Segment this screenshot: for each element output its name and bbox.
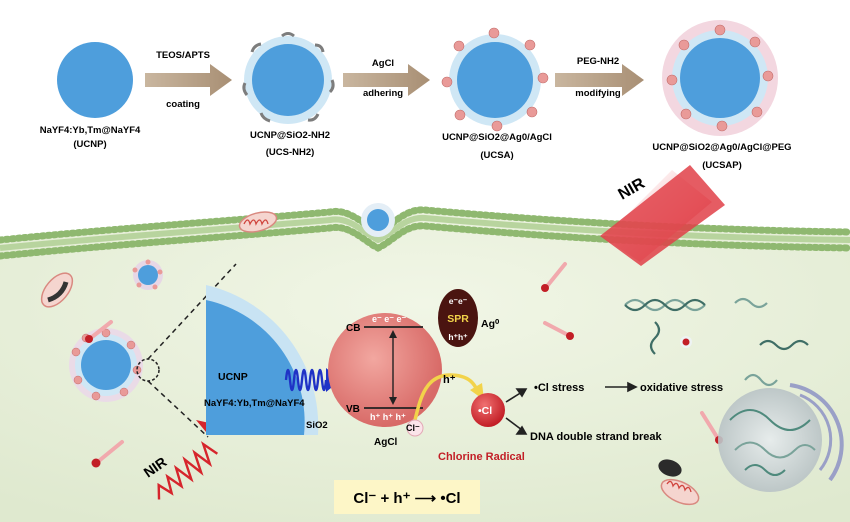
ucsa-abbrev: (UCSA) [480,150,513,161]
agcl-dots [666,24,774,132]
holes-label: h⁺ h⁺ h⁺ [370,412,406,422]
internalized-particle [132,259,163,290]
equation-label: Cl⁻ + h⁺ ⟶ •Cl [353,490,460,507]
zoom-lines [147,263,237,438]
sio2-label: SiO2 [306,420,328,431]
ag0-nanoparticle [438,289,478,347]
arrow-2-top-label: AgCl [372,58,394,69]
nir-beam-top [600,165,725,266]
arrow-3-bottom-label: modifying [575,88,621,99]
synthesis-arrow-2 [343,64,430,96]
oxidative-stress-label: oxidative stress [640,382,723,394]
arrow-2-bottom-label: adhering [363,88,403,99]
ucnp-formula-label: NaYF4:Yb,Tm@NaYF4 [204,398,305,409]
ucnp-particle [57,42,133,118]
arrow-1-top-label: TEOS/APTS [156,50,210,61]
ucnp-quadrant [206,285,319,435]
spr-label: SPR [447,313,469,325]
ucs-nh2-abbrev: (UCS-NH2) [266,147,315,158]
synthesis-arrow-1 [145,64,232,96]
electrons-label: e⁻ e⁻ e⁻ [372,314,407,324]
chlorine-radical-label: Chlorine Radical [438,451,525,463]
radical-spark [543,321,574,340]
ucsap-abbrev: (UCSAP) [702,160,742,171]
ucnp-label: NaYF4:Yb,Tm@NaYF4 [40,125,141,136]
ucsap-particle [662,20,778,136]
vb-label: VB [346,404,360,415]
spr-electrons-label: e⁻e⁻ [449,296,468,306]
chlorine-radical-sphere [471,393,505,427]
agcl-label: AgCl [374,437,398,448]
radical-spark [85,320,113,343]
mitochondrion-icon [238,211,278,233]
ag0-label: Ag⁰ [481,318,500,330]
ucnp-abbrev: (UCNP) [73,139,106,150]
ucsap-label: UCNP@SiO2@Ag0/AgCl@PEG [652,142,791,153]
nucleus [718,383,844,492]
endocytosis-particle [361,203,395,237]
dna-strand-icon [624,297,809,387]
agcl-dots [441,27,549,132]
cb-label: CB [346,323,360,334]
ucsa-label: UCNP@SiO2@Ag0/AgCl [442,132,552,143]
ucsa-particle [441,27,549,132]
radical-spark [91,440,124,468]
ucs-nh2-label: UCNP@SiO2-NH2 [250,130,330,141]
ucnp-core-label: UCNP [218,371,248,383]
arrow-3-top-label: PEG-NH2 [577,56,619,67]
agcl-semiconductor [328,313,442,427]
cl-radical-label: •Cl [478,405,492,417]
radical-spark [541,262,567,292]
outcome-arrows [505,381,638,435]
cl-minus-label: Cl⁻ [406,423,420,433]
cl-minus-ion [406,419,424,437]
equation-box [334,480,480,514]
arrow-1-bottom-label: coating [166,99,200,110]
damaged-mitochondrion-icon [40,272,74,308]
h-plus-label: h⁺ [443,374,456,386]
synthesis-arrow-3 [555,64,644,96]
mitochondrion-icon [660,478,700,506]
cl-stress-label: •Cl stress [534,382,584,394]
damaged-mitochondrion-icon [658,459,682,477]
dna-break-label: DNA double strand break [530,431,662,443]
ucs-nh2-particle [242,32,335,124]
spr-holes-label: h⁺h⁺ [448,332,468,342]
